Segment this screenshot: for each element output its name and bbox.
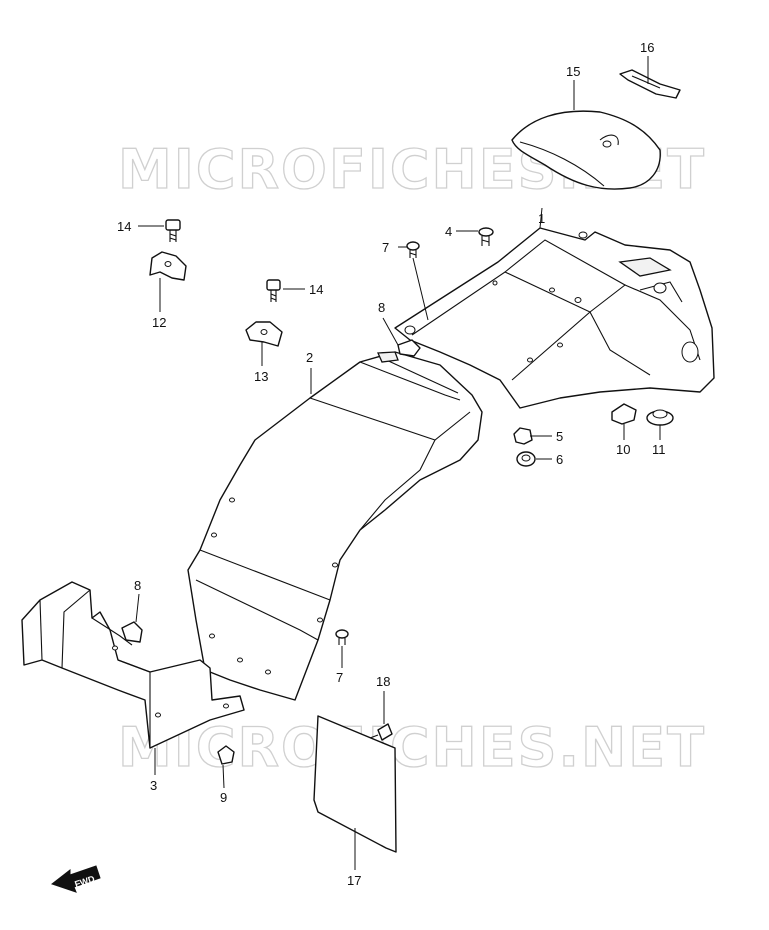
callout-7-upper: 7 [382,240,389,255]
callout-2: 2 [306,350,313,365]
part-1-rear-fender [394,227,715,409]
part-2-mudguard [187,351,483,701]
part-13-clamp [245,321,283,347]
callout-10: 10 [616,442,630,457]
callout-12: 12 [152,315,166,330]
part-17-license-plate [313,715,397,853]
callout-1: 1 [538,211,545,226]
callout-5: 5 [556,429,563,444]
callout-15: 15 [566,64,580,79]
callout-14-lower: 14 [309,282,323,297]
callout-11: 11 [652,442,666,457]
part-7-screw-lower [335,629,349,645]
watermark-bottom: MICROFICHES.NET [118,716,706,779]
part-7-screw-upper [406,241,420,258]
callout-labels: 1 2 3 4 5 6 7 7 8 8 9 10 11 12 13 14 14 … [117,40,666,888]
part-3-plate-bracket [21,581,245,749]
callout-4: 4 [445,224,452,239]
callout-16: 16 [640,40,654,55]
part-8-clip-lower [121,621,143,643]
callout-13: 13 [254,369,268,384]
part-10-cushion [611,403,637,425]
part-15-cover [511,110,661,190]
fwd-arrow-icon [50,865,101,893]
part-12-clamp [149,251,187,281]
part-14-bolt-upper [165,219,181,242]
part-16-strap [619,69,681,99]
part-4-screw [478,227,494,246]
part-8-clip-upper [397,339,421,357]
callout-8-upper: 8 [378,300,385,315]
callout-3: 3 [150,778,157,793]
callout-14-upper: 14 [117,219,131,234]
part-11-grommet [646,409,674,426]
leader-lines [135,56,661,870]
fwd-direction-arrow: FWD [50,865,101,893]
callout-17: 17 [347,873,361,888]
part-18-bolt [369,723,393,741]
callout-6: 6 [556,452,563,467]
part-14-bolt-lower [266,279,281,302]
callout-8-lower: 8 [134,578,141,593]
callout-18: 18 [376,674,390,689]
callout-7-lower: 7 [336,670,343,685]
part-6-nut [516,451,536,467]
callout-9: 9 [220,790,227,805]
part-9-nut [217,745,235,765]
part-5-nut [513,427,533,445]
